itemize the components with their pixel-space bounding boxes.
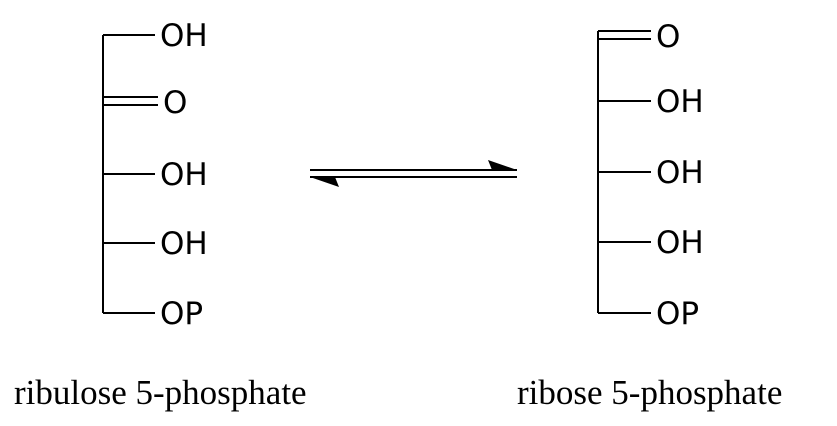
left-group-4-label: OP xyxy=(160,296,203,332)
ribulose-5-phosphate-structure: OH O OH OH OP xyxy=(102,18,208,332)
left-group-1-label: O xyxy=(163,85,187,121)
equilibrium-arrow xyxy=(310,160,517,187)
reverse-arrow-head xyxy=(310,177,339,187)
left-molecule-name: ribulose 5-phosphate xyxy=(14,373,307,412)
right-group-0-label: O xyxy=(656,19,680,55)
right-molecule-name: ribose 5-phosphate xyxy=(517,373,782,412)
left-group-3-label: OH xyxy=(160,226,208,262)
left-group-0-label: OH xyxy=(160,18,208,54)
right-group-4-label: OP xyxy=(656,296,699,332)
forward-arrow-head xyxy=(488,160,517,170)
right-group-3-label: OH xyxy=(656,225,704,261)
right-group-2-label: OH xyxy=(656,155,704,191)
ribose-5-phosphate-structure: O OH OH OH OP xyxy=(597,19,704,332)
right-group-1-label: OH xyxy=(656,84,704,120)
left-group-2-label: OH xyxy=(160,157,208,193)
